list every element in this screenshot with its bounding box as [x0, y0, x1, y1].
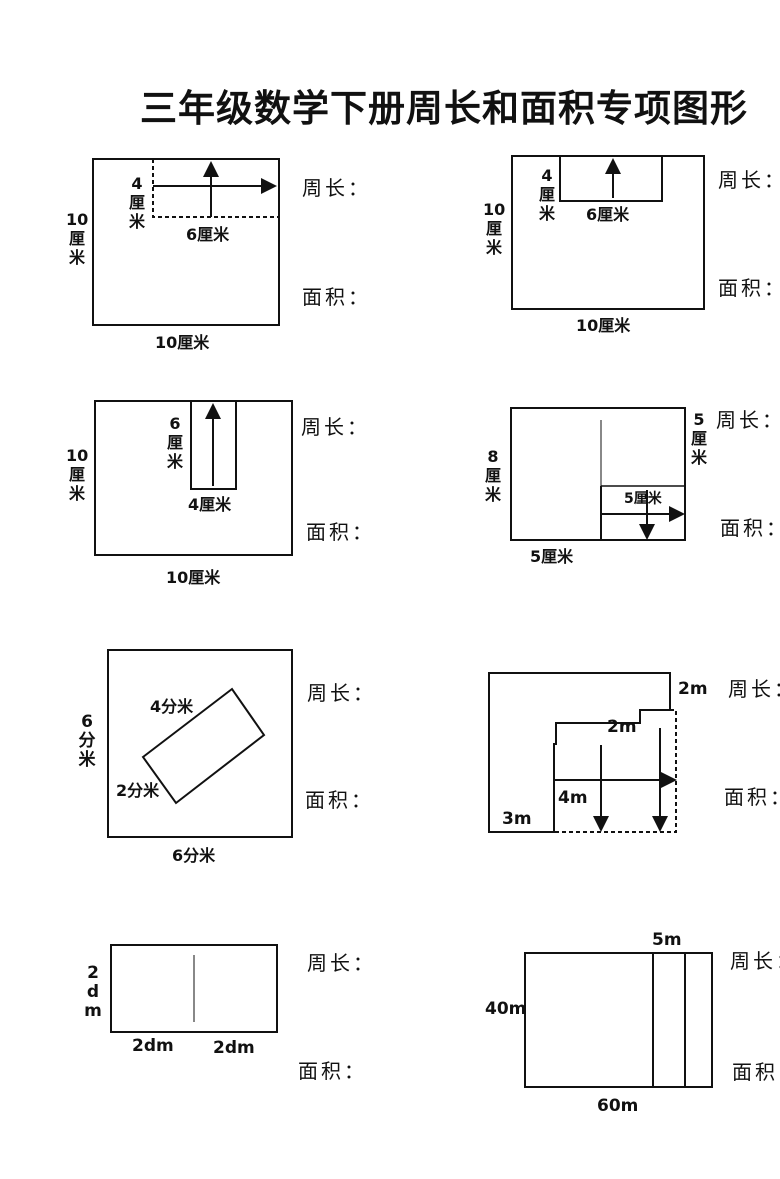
p3-perimeter-label: 周长： [301, 415, 370, 439]
p2-area-label: 面积： [718, 276, 780, 300]
p8-label-width: 60m [597, 1096, 639, 1116]
p2-square [511, 155, 705, 310]
p6-label-inner: 4m [558, 788, 588, 808]
p2-label-notch-width: 6厘米 [586, 205, 630, 224]
p1-label-width: 10厘米 [155, 333, 210, 352]
p4-shape [510, 407, 686, 541]
p8-area-label: 面积： [732, 1060, 780, 1084]
p7-perimeter-label: 周长： [307, 951, 376, 975]
p8-label-strip: 5m [652, 930, 682, 950]
p7-label-left-width: 2dm [132, 1036, 174, 1056]
p1-perimeter-label: 周长： [302, 176, 371, 200]
p8-perimeter-label: 周长： [730, 949, 780, 973]
p5-label-tilted-length: 4分米 [150, 697, 194, 716]
p1-square [92, 158, 280, 326]
p6-label-step: 2m [607, 717, 637, 737]
worksheet-title: 三年级数学下册周长和面积专项图形 [140, 87, 748, 130]
p2-label-width: 10厘米 [576, 316, 631, 335]
p8-label-height: 40m [485, 999, 527, 1019]
p5-label-width: 6分米 [172, 846, 216, 865]
p4-area-label: 面积： [720, 516, 780, 540]
p3-label-notch-width: 4厘米 [188, 495, 232, 514]
p1-area-label: 面积： [302, 285, 371, 309]
p4-label-inner: 5厘米 [624, 491, 662, 507]
p5-tilted-rect [141, 687, 266, 805]
p2-perimeter-label: 周长： [718, 168, 780, 192]
p6-shape [488, 672, 671, 833]
p3-area-label: 面积： [306, 520, 375, 544]
p3-notch [190, 401, 237, 490]
p7-label-right-width: 2dm [213, 1038, 255, 1058]
p6-label-top-right: 2m [678, 679, 708, 699]
p6-area-label: 面积： [724, 785, 780, 809]
p5-area-label: 面积： [305, 788, 374, 812]
p3-square [94, 400, 293, 556]
p5-square [107, 649, 293, 838]
p1-label-cut-width: 6厘米 [186, 225, 230, 244]
p4-perimeter-label: 周长： [716, 408, 780, 432]
p7-rect [110, 944, 278, 1033]
p8-rect [524, 952, 713, 1088]
p5-label-tilted-width: 2分米 [116, 781, 160, 800]
p2-notch [559, 156, 663, 202]
p6-perimeter-label: 周长： [728, 677, 780, 701]
p4-label-width: 5厘米 [530, 547, 574, 566]
p7-area-label: 面积： [298, 1059, 367, 1083]
p6-label-bottom-left: 3m [502, 809, 532, 829]
p1-cut-rect [152, 158, 280, 218]
p3-label-width: 10厘米 [166, 568, 221, 587]
p5-perimeter-label: 周长： [307, 681, 376, 705]
